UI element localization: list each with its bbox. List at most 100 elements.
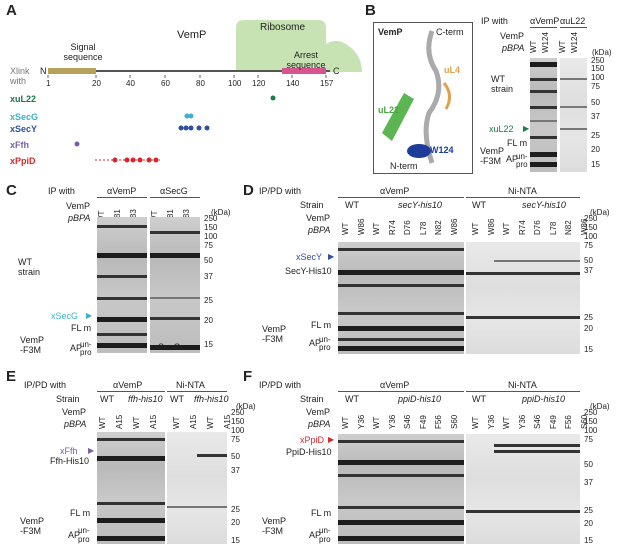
e-ab-vemp: αVemP bbox=[113, 380, 143, 390]
f-marker-75: 75 bbox=[584, 435, 593, 444]
e-lane-4: A15 bbox=[149, 414, 158, 429]
e-lane-5: WT bbox=[172, 416, 181, 429]
d-mut-1: secY-his10 bbox=[398, 200, 442, 210]
d-marker-75: 75 bbox=[584, 241, 593, 250]
f-vemp: VemP bbox=[306, 407, 331, 417]
f-lane-12: Y36 bbox=[517, 414, 527, 429]
tick-100: 100 bbox=[228, 79, 242, 88]
n-terminus-label: N bbox=[40, 66, 47, 76]
c-marker-15: 15 bbox=[204, 340, 213, 349]
f-marker-50: 50 bbox=[584, 460, 593, 469]
c-ab-secg: αSecG bbox=[160, 186, 188, 196]
f-marker-20: 20 bbox=[584, 519, 593, 528]
c-marker-150: 150 bbox=[204, 223, 218, 232]
secg-point-2 bbox=[188, 113, 194, 119]
d-gel-left bbox=[338, 242, 464, 354]
e-lane-7: WT bbox=[206, 416, 215, 429]
f-lane-13: S46 bbox=[533, 414, 542, 429]
f-un: un- bbox=[319, 526, 331, 535]
f-lane-11: WT bbox=[502, 416, 511, 429]
b-marker-250: 250 bbox=[591, 56, 605, 65]
d-wt-2: WT bbox=[472, 200, 486, 210]
c-flm: FL m bbox=[71, 323, 92, 333]
e-lane-3: WT bbox=[132, 416, 141, 429]
e-vemp-f3m: VemP -F3M bbox=[20, 516, 45, 536]
d-lane-6: L78 bbox=[418, 221, 428, 235]
b-kda: (kDa) bbox=[592, 48, 612, 57]
f-marker-37: 37 bbox=[584, 478, 593, 487]
b-vemp-f3m: VemP -F3M bbox=[480, 146, 505, 166]
f-lane-4: Y36 bbox=[387, 414, 397, 429]
f-lane-2: Y36 bbox=[356, 414, 366, 429]
position-ticks bbox=[47, 75, 327, 78]
b-marker-50: 50 bbox=[591, 98, 600, 107]
c-strain: WT strain bbox=[18, 257, 41, 277]
d-marker-25: 25 bbox=[584, 313, 593, 322]
panel-label-c: C bbox=[6, 182, 17, 199]
ffh-point bbox=[74, 141, 80, 147]
f-vemp-f3m: VemP -F3M bbox=[262, 516, 287, 536]
e-wt-2: WT bbox=[170, 394, 184, 404]
row-xppid: xPpiD bbox=[10, 156, 36, 166]
b-marker-150: 150 bbox=[591, 64, 605, 73]
c-un: un- bbox=[80, 340, 92, 349]
e-strain: Strain bbox=[56, 394, 80, 404]
e-gel-right bbox=[167, 432, 227, 544]
arrest-sequence-label: Arrest sequence bbox=[286, 50, 326, 70]
secy-point-5 bbox=[204, 125, 210, 131]
d-pro: pro bbox=[319, 343, 331, 352]
e-ab2-underline bbox=[167, 391, 227, 392]
b-gel-right bbox=[560, 58, 587, 172]
e-marker-50: 50 bbox=[231, 452, 240, 461]
b-strain: WT strain bbox=[491, 74, 514, 94]
e-lane-1: WT bbox=[98, 416, 107, 429]
e-un: un- bbox=[78, 526, 90, 535]
structure-w124-label: W124 bbox=[430, 145, 454, 155]
d-lane-5: D76 bbox=[403, 220, 412, 235]
ribosome-label: Ribosome bbox=[260, 22, 306, 33]
b-flm: FL m bbox=[507, 138, 528, 148]
b-marker-25: 25 bbox=[591, 131, 600, 140]
d-lane-15: N82 bbox=[564, 220, 573, 235]
d-lane-7: N82 bbox=[434, 220, 443, 235]
tick-140: 140 bbox=[286, 79, 300, 88]
row-xsecy: xSecY bbox=[10, 124, 38, 134]
d-lane-10: W86 bbox=[486, 218, 496, 235]
b-marker-37: 37 bbox=[591, 112, 600, 121]
d-lane-9: WT bbox=[471, 222, 480, 235]
b-lane-4: W124 bbox=[570, 32, 579, 53]
c-ip-with: IP with bbox=[48, 186, 75, 196]
e-wt-1: WT bbox=[100, 394, 114, 404]
structure-cterm-label: C-term bbox=[436, 27, 464, 37]
ul22-chain bbox=[382, 93, 414, 141]
d-un: un- bbox=[319, 335, 331, 344]
c-xsecg: xSecG bbox=[51, 311, 79, 321]
d-xsecy: xSecY bbox=[296, 252, 323, 262]
d-ap: AP bbox=[309, 338, 322, 348]
b-ip-with: IP with bbox=[481, 16, 508, 26]
w124-residue bbox=[407, 144, 431, 158]
d-lane-1: WT bbox=[341, 222, 350, 235]
panel-label-d: D bbox=[243, 182, 254, 199]
e-arrow-icon: ▶ bbox=[88, 446, 95, 455]
d-ip-with: IP/PD with bbox=[259, 186, 302, 196]
d-wt-1: WT bbox=[345, 200, 359, 210]
e-ap: AP bbox=[68, 530, 81, 540]
c-secg: SecG bbox=[158, 342, 181, 352]
e-ab1-underline bbox=[97, 391, 165, 392]
d-marker-20: 20 bbox=[584, 324, 593, 333]
d-arrow-icon: ▶ bbox=[328, 252, 335, 261]
d-lane-12: R74 bbox=[517, 220, 527, 235]
b-un: un- bbox=[516, 152, 528, 161]
d-gel-right bbox=[466, 242, 580, 354]
vemp-schematic bbox=[47, 20, 362, 163]
d-kda: (kDa) bbox=[590, 208, 610, 217]
d-vemp-f3m: VemP -F3M bbox=[262, 324, 287, 344]
signal-sequence-bar bbox=[48, 68, 96, 74]
c-marker-20: 20 bbox=[204, 316, 213, 325]
e-pro: pro bbox=[78, 535, 90, 544]
e-lane-6: A15 bbox=[189, 414, 198, 429]
secg-point-1 bbox=[184, 113, 190, 119]
tick-1: 1 bbox=[46, 79, 51, 88]
b-marker-100: 100 bbox=[591, 73, 605, 82]
